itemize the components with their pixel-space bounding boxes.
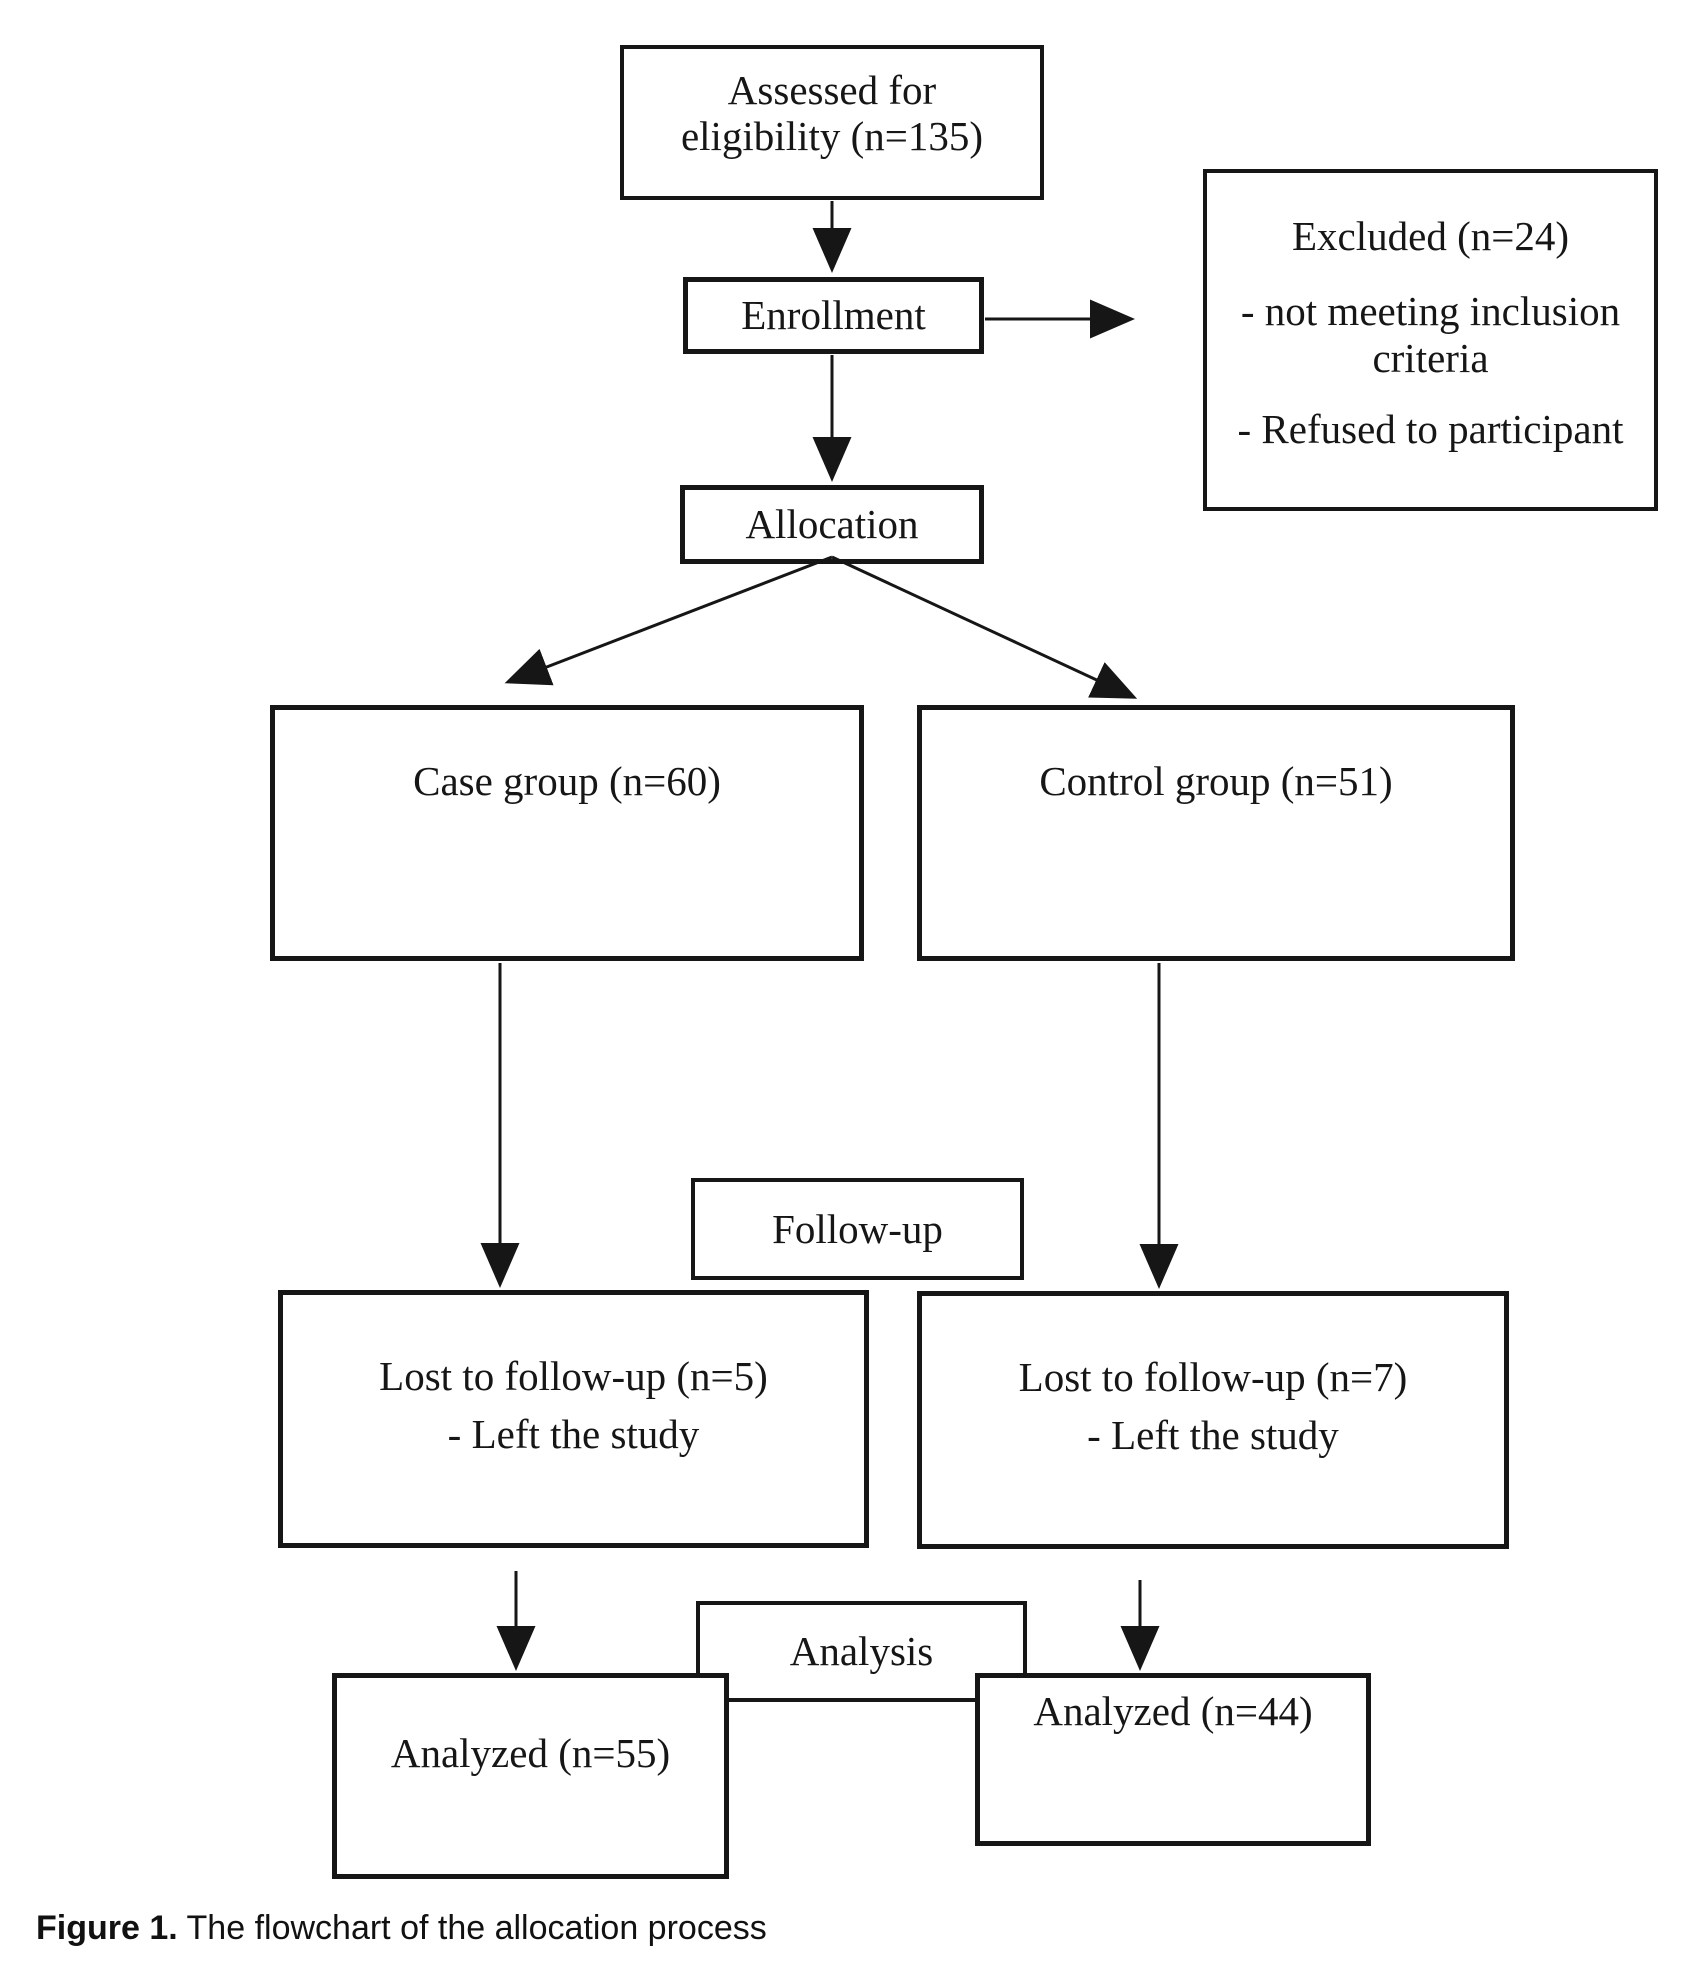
excluded-box: Excluded (n=24) - not meeting inclusion … [1203, 169, 1658, 511]
case-group-box: Case group (n=60) [270, 705, 864, 961]
assessed-line-1: Assessed for [727, 67, 937, 113]
lost-case-line-1: Lost to follow-up (n=5) [379, 1353, 768, 1399]
analysis-label: Analysis [789, 1628, 934, 1674]
allocation-label: Allocation [745, 501, 919, 547]
excluded-bullet-2: - Refused to participant [1237, 406, 1624, 452]
assessed-for-eligibility-box: Assessed for eligibility (n=135) [620, 45, 1044, 200]
analysis-box: Analysis [696, 1601, 1027, 1702]
lost-case-line-2: - Left the study [447, 1411, 700, 1457]
allocation-box: Allocation [680, 485, 984, 564]
analyzed-case-label: Analyzed (n=55) [390, 1730, 671, 1776]
arrow-allocation-to-case [504, 555, 833, 686]
lost-control-line-2: - Left the study [1087, 1412, 1339, 1458]
assessed-line-2: eligibility (n=135) [680, 113, 984, 159]
lost-control-line-1: Lost to follow-up (n=7) [1018, 1354, 1408, 1400]
follow-up-label: Follow-up [772, 1205, 943, 1252]
lost-to-followup-control-box: Lost to follow-up (n=7) - Left the study [917, 1291, 1509, 1549]
analyzed-control-label: Analyzed (n=44) [1033, 1688, 1313, 1734]
enrollment-label: Enrollment [741, 292, 926, 338]
excluded-title: Excluded (n=24) [1291, 213, 1569, 259]
analyzed-control-box: Analyzed (n=44) [975, 1673, 1371, 1846]
case-group-label: Case group (n=60) [413, 758, 721, 804]
figure-caption: Figure 1. The flowchart of the allocatio… [36, 1908, 767, 1948]
follow-up-box: Follow-up [691, 1178, 1024, 1280]
control-group-box: Control group (n=51) [917, 705, 1515, 961]
figure-caption-text: The flowchart of the allocation process [177, 1909, 767, 1947]
control-group-label: Control group (n=51) [1039, 758, 1393, 804]
excluded-bullet-1: - not meeting inclusion criteria [1240, 288, 1621, 381]
arrow-allocation-to-control [831, 555, 1138, 699]
lost-to-followup-case-box: Lost to follow-up (n=5) - Left the study [278, 1290, 869, 1548]
enrollment-box: Enrollment [683, 277, 984, 354]
analyzed-case-box: Analyzed (n=55) [332, 1673, 729, 1879]
figure-caption-number: Figure 1. [36, 1909, 178, 1947]
